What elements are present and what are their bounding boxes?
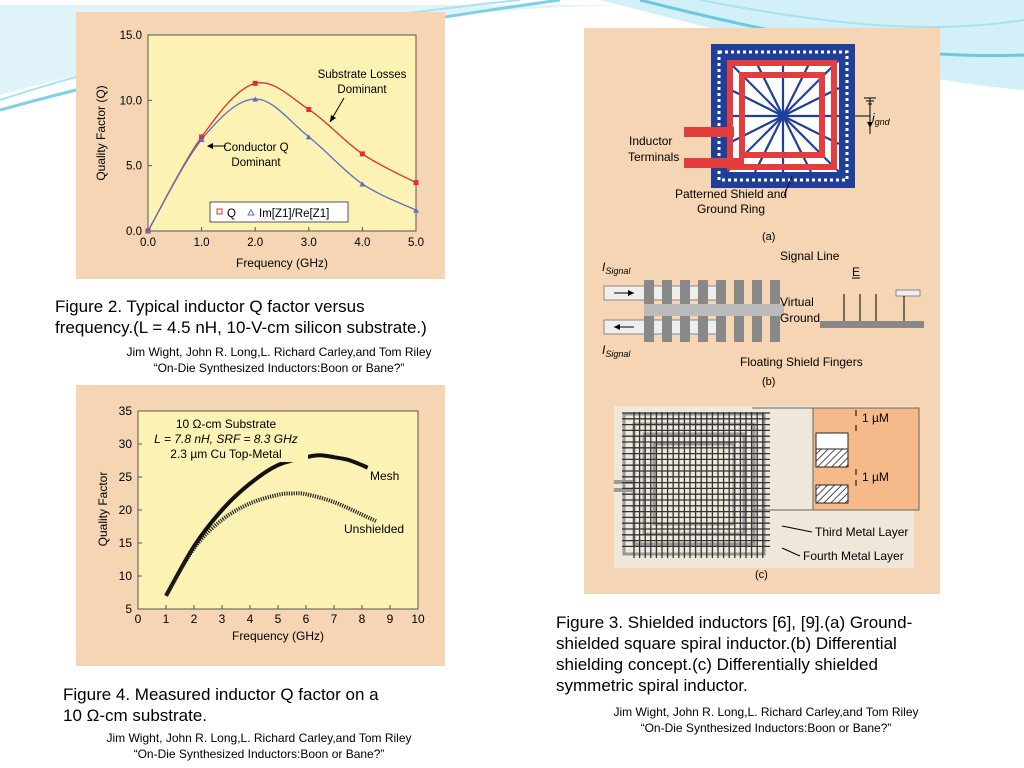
shield-label-2: Ground Ring — [697, 202, 765, 216]
y-tick-label: 35 — [119, 404, 133, 418]
annotation-arrow-head — [207, 143, 213, 149]
figure3-caption: Figure 3. Shielded inductors [6], [9].(a… — [556, 613, 913, 695]
q-data-point — [359, 151, 365, 157]
thickness-label-2: 1 µM — [862, 470, 889, 484]
y-tick-label: 30 — [119, 437, 133, 451]
annotation-substrate-2: Dominant — [337, 84, 387, 96]
q-data-point — [252, 80, 258, 86]
x-tick-label: 7 — [331, 612, 338, 626]
figure2-credit: Jim Wight, John R. Long,L. Richard Carle… — [126, 345, 432, 375]
efield-symbol: E — [852, 265, 860, 279]
x-tick-label: 1 — [163, 612, 170, 626]
x-tick-label: 2.0 — [247, 237, 263, 249]
x-tick-label: 2 — [191, 612, 198, 626]
im-data-point — [252, 96, 259, 102]
x-tick-label: 8 — [359, 612, 366, 626]
shield-label: Patterned Shield and — [675, 187, 787, 201]
annotation-conductor-2: Dominant — [231, 157, 281, 169]
x-tick-label: 4.0 — [354, 237, 370, 249]
subfigure-a-label: (a) — [762, 231, 775, 243]
x-tick-label: 3 — [219, 612, 226, 626]
igrd-label: ignd — [872, 111, 891, 127]
shielded-spiral-inductor — [684, 44, 876, 188]
unshielded-series-line — [164, 491, 377, 597]
im-data-point — [145, 228, 151, 234]
legend-q: Q — [227, 208, 236, 220]
subfigure-c-label: (c) — [755, 569, 768, 581]
im-data-point — [305, 134, 312, 140]
figure4-chart: 0 1 2 3 4 5 6 7 8 9 10 5 10 15 20 25 30 35 Frequency (GHz… — [96, 404, 425, 643]
y-tick-label: 15 — [119, 536, 133, 550]
annotation-substrate-1: Substrate Losses — [318, 69, 407, 81]
figure4-panel: 0 1 2 3 4 5 6 7 8 9 10 5 10 15 20 25 30 35 Frequency (GHz… — [76, 385, 445, 666]
thickness-label-1: 1 µM — [862, 411, 889, 425]
figure3-credit: Jim Wight, John R. Long,L. Richard Carle… — [613, 705, 919, 735]
figure4-credit: Jim Wight, John R. Long,L. Richard Carle… — [106, 731, 412, 761]
virtual-ground-label-2: Ground — [780, 311, 820, 325]
im-data-point — [359, 181, 366, 187]
legend-im: Im[Z1]/Re[Z1] — [259, 208, 329, 220]
y-tick-label: 0.0 — [126, 226, 142, 238]
annotation-arrow-head — [330, 115, 336, 122]
inductor-terminals-label: Inductor — [629, 134, 672, 148]
virtual-ground-label: Virtual — [780, 295, 814, 309]
q-data-point — [413, 180, 419, 186]
series-label-unshielded: Unshielded — [344, 522, 404, 536]
y-tick-label: 20 — [119, 503, 133, 517]
x-tick-label: 4 — [247, 612, 254, 626]
y-tick-label: 10.0 — [120, 95, 142, 107]
x-tick-label: 6 — [303, 612, 310, 626]
x-tick-label: 5 — [275, 612, 282, 626]
x-tick-label: 1.0 — [194, 237, 210, 249]
im-data-point — [413, 207, 419, 213]
y-tick-label: 15.0 — [120, 30, 142, 42]
x-tick-label: 3.0 — [301, 237, 317, 249]
figure3-panel: ignd Inductor Terminals Patterned Shield… — [584, 28, 940, 594]
differential-shielding: E — [603, 265, 924, 342]
annotation-conductor-1: Conductor Q — [223, 142, 288, 154]
x-tick-label: 0 — [135, 612, 142, 626]
series-label-mesh: Mesh — [370, 469, 399, 483]
y-tick-label: 25 — [119, 470, 133, 484]
figure2-caption: Figure 2. Typical inductor Q factor vers… — [55, 297, 427, 337]
y-tick-label: 5.0 — [126, 161, 142, 173]
differential-shielded-inductor — [614, 406, 920, 568]
im-data-point — [198, 137, 205, 143]
isignal-bottom: ISignal — [602, 343, 631, 359]
y-tick-label: 5 — [125, 602, 132, 616]
x-tick-label: 0.0 — [140, 237, 156, 249]
y-axis-label: Quality Factor (Q) — [94, 85, 108, 180]
x-tick-label: 5.0 — [408, 237, 424, 249]
x-tick-label: 10 — [411, 612, 425, 626]
y-tick-label: 10 — [119, 569, 133, 583]
annotation-inductance: L = 7.8 nH, SRF = 8.3 GHz — [154, 432, 298, 446]
x-tick-label: 9 — [387, 612, 394, 626]
subfigure-b-label: (b) — [762, 376, 775, 388]
isignal-top: ISignal — [602, 260, 631, 276]
legend: Q Im[Z1]/Re[Z1] — [209, 201, 349, 223]
figure3-diagram: ignd Inductor Terminals Patterned Shield… — [602, 44, 924, 581]
floating-fingers-label: Floating Shield Fingers — [740, 355, 863, 369]
figure2-panel: 0.0 1.0 2.0 3.0 4.0 5.0 0.0 5.0 10.0 15.0 Frequen… — [76, 12, 445, 279]
x-axis-label: Frequency (GHz) — [232, 629, 324, 643]
signal-line-label: Signal Line — [780, 249, 840, 263]
figure4-caption: Figure 4. Measured inductor Q factor on … — [63, 685, 379, 725]
x-axis-label: Frequency (GHz) — [236, 256, 328, 270]
inductor-terminals-label-2: Terminals — [628, 150, 679, 164]
figure2-chart: 0.0 1.0 2.0 3.0 4.0 5.0 0.0 5.0 10.0 15.0 Frequen… — [94, 30, 424, 270]
q-data-point — [199, 134, 205, 140]
third-metal-label: Third Metal Layer — [815, 525, 908, 539]
y-axis-label: Quality Factor — [96, 472, 110, 547]
annotation-metal: 2.3 µm Cu Top-Metal — [170, 447, 281, 461]
q-data-point — [306, 106, 312, 112]
annotation-substrate: 10 Ω-cm Substrate — [176, 417, 277, 431]
fourth-metal-label: Fourth Metal Layer — [803, 549, 904, 563]
